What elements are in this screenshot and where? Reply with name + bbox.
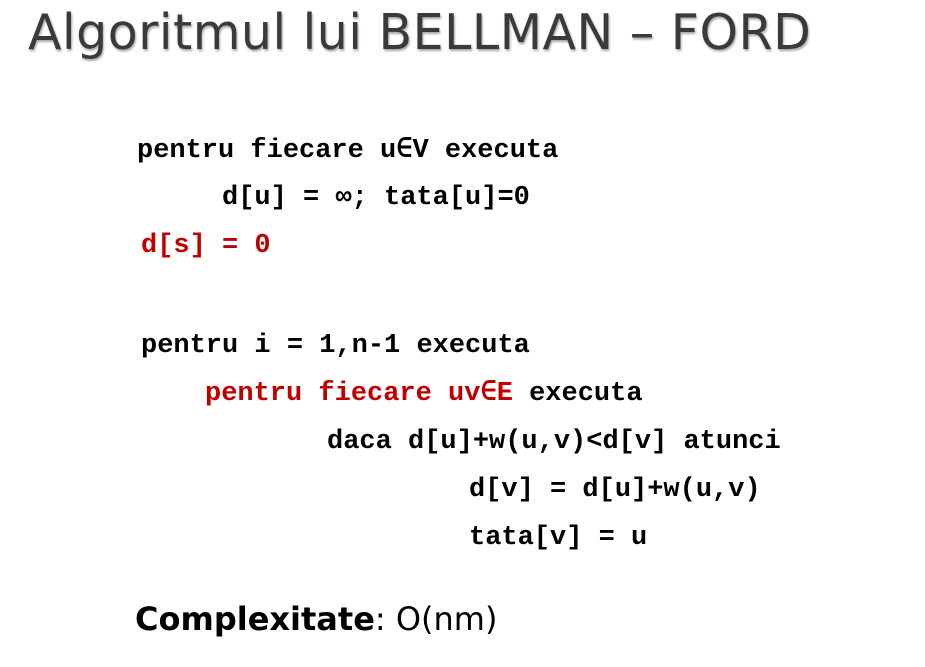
slide-title: Algoritmul lui BELLMAN – FORD: [28, 4, 812, 61]
code-line-foreach-edge: pentru fiecare uv∈E executa: [205, 381, 643, 408]
complexity-separator: :: [374, 600, 396, 638]
code-line-foreach-vertex: pentru fiecare u∈V executa: [137, 136, 559, 166]
code-foreach-edge-highlight: pentru fiecare uv∈E: [205, 379, 513, 409]
code-line-init-distances: d[u] = ∞; tata[u]=0: [222, 183, 530, 213]
code-foreach-edge-rest: executa: [512, 379, 643, 409]
code-line-outer-loop: pentru i = 1,n-1 executa: [141, 331, 530, 361]
code-line-relax-condition: daca d[u]+w(u,v)<d[v] atunci: [327, 427, 781, 457]
code-line-update-parent: tata[v] = u: [469, 523, 648, 553]
complexity-label: Complexitate: [135, 600, 375, 638]
code-line-update-distance: d[v] = d[u]+w(u,v): [469, 475, 761, 505]
complexity-statement: Complexitate: O(nm): [135, 600, 497, 638]
complexity-value: O(nm): [395, 600, 498, 638]
code-line-source-distance: d[s] = 0: [141, 231, 271, 261]
